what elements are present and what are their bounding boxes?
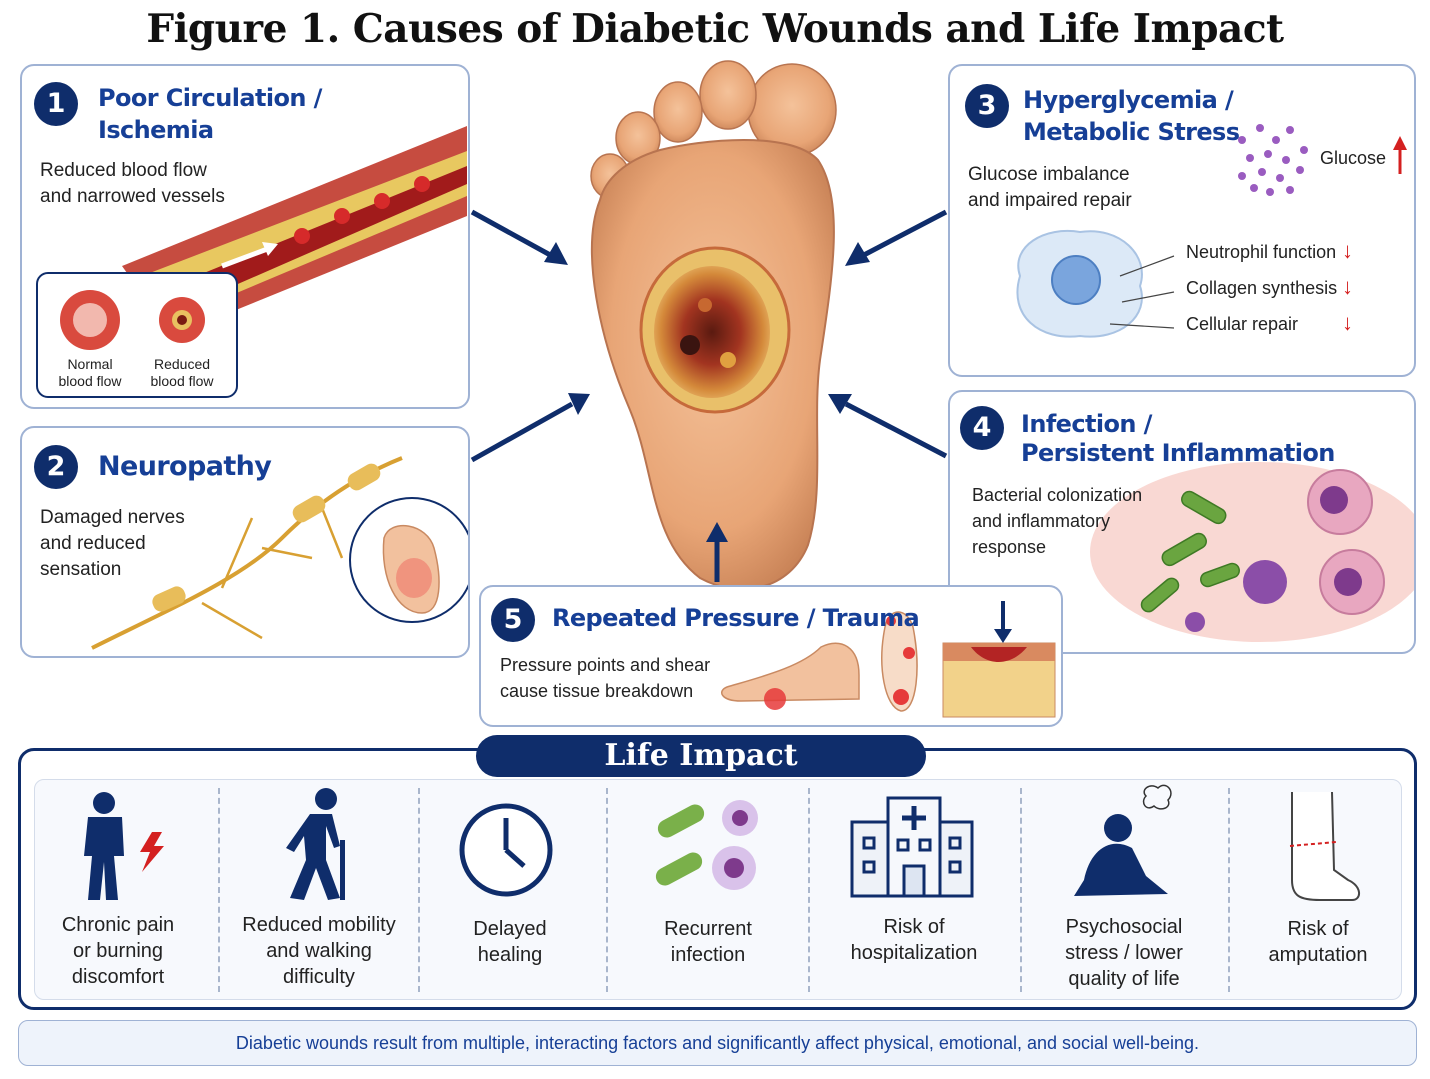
cause-title-4b: Persistent Inflammation xyxy=(1021,439,1335,467)
cause-panel-hyperglycemia xyxy=(948,64,1416,377)
walking-cane-icon xyxy=(286,788,345,900)
cause-desc-1: Reduced blood flow and narrowed vessels xyxy=(40,160,225,207)
divider xyxy=(606,788,608,992)
divider xyxy=(808,788,810,992)
effect-collagen: Collagen synthesis xyxy=(1186,278,1338,298)
normal-vessel-icon xyxy=(60,290,205,350)
divider xyxy=(418,788,420,992)
divider xyxy=(1020,788,1022,992)
normal-flow-label: Normal blood flow xyxy=(58,356,122,389)
figure-title: Figure 1. Causes of Diabetic Wounds and … xyxy=(146,6,1284,52)
distressed-person-icon xyxy=(1074,784,1172,896)
clock-icon xyxy=(459,803,553,897)
divider xyxy=(1228,788,1230,992)
impact-hospital-label: Risk of hospitalization xyxy=(850,916,978,964)
cause-desc-2: Damaged nerves and reduced sensation xyxy=(40,507,185,580)
impact-mobility-label: Reduced mobility and walking difficulty xyxy=(242,914,396,988)
cause-title-3b: Metabolic Stress xyxy=(1023,118,1240,146)
life-impact-heading: Life Impact xyxy=(476,735,926,777)
cause-title-4a: Infection / xyxy=(1021,410,1152,438)
impact-psychosocial-label: Psychosocial stress / lower quality of l… xyxy=(1065,916,1183,990)
glucose-molecules-icon xyxy=(1016,124,1407,338)
divider xyxy=(218,788,220,992)
bacteria-icon xyxy=(655,800,758,890)
footer-note: Diabetic wounds result from multiple, in… xyxy=(18,1020,1417,1066)
cause-panel-neuropathy xyxy=(20,426,470,658)
cause-title-1b: Ischemia xyxy=(98,116,214,144)
down-arrow-icon: ↓ xyxy=(1342,238,1353,263)
cause-number-2: 2 xyxy=(34,445,78,489)
cause-number-4: 4 xyxy=(960,406,1004,450)
cause-desc-3: Glucose imbalance and impaired repair xyxy=(968,164,1132,211)
damaged-nerve-illustration xyxy=(91,456,468,650)
pain-person-icon xyxy=(84,792,164,900)
cause-desc-4: Bacterial colonization and inflammatory … xyxy=(972,485,1143,557)
cause-number-3: 3 xyxy=(965,84,1009,128)
cause-number-1: 1 xyxy=(34,82,78,126)
hospital-icon xyxy=(850,796,974,898)
impact-amputation-label: Risk of amputation xyxy=(1268,918,1368,966)
cause-title-5: Repeated Pressure / Trauma xyxy=(552,604,920,632)
cause-panel-circulation: Normal blood flow Reduced blood flow xyxy=(20,64,470,409)
glucose-label: Glucose xyxy=(1320,148,1387,168)
effect-cellular: Cellular repair xyxy=(1186,314,1299,334)
impact-pain-label: Chronic pain or burning discomfort xyxy=(61,914,175,988)
cause-panel-pressure xyxy=(479,585,1063,727)
cause-panel-infection xyxy=(948,390,1416,654)
down-arrow-icon: ↓ xyxy=(1342,274,1353,299)
life-impact-inner xyxy=(34,779,1402,1000)
down-arrow-icon: ↓ xyxy=(1342,310,1353,335)
cause-title-1a: Poor Circulation / xyxy=(98,84,322,112)
impact-healing-label: Delayed healing xyxy=(473,918,547,966)
bacteria-inflammation-illustration xyxy=(1090,462,1414,642)
cause-title-3a: Hyperglycemia / xyxy=(1023,86,1234,114)
pressure-points-illustration xyxy=(721,601,1056,718)
reduced-flow-label: Reduced blood flow xyxy=(150,356,214,389)
cause-title-2: Neuropathy xyxy=(98,451,272,482)
cause-desc-5: Pressure points and shear cause tissue b… xyxy=(500,655,711,701)
impact-infection-label: Recurrent infection xyxy=(664,918,752,966)
amputation-foot-icon xyxy=(1289,791,1360,901)
cause-number-5: 5 xyxy=(491,598,535,642)
blood-flow-inset: Normal blood flow Reduced blood flow xyxy=(36,272,238,398)
effect-neutrophil: Neutrophil function xyxy=(1186,242,1337,262)
